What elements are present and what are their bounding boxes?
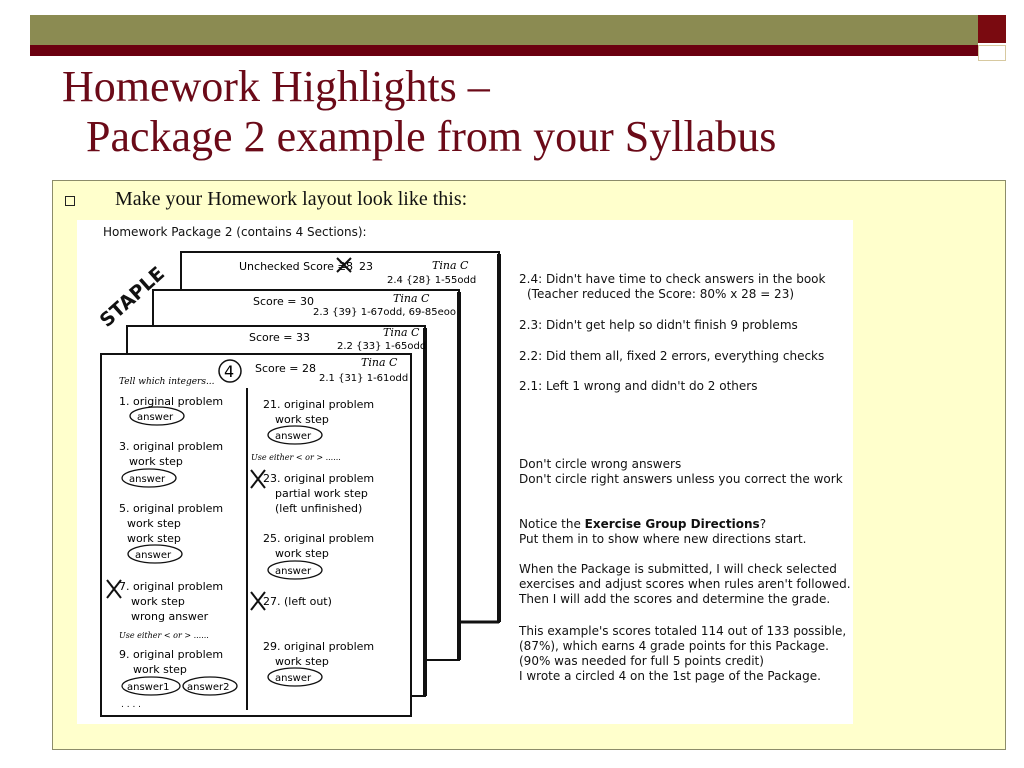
note-circle-right: Don't circle right answers unless you co… [519, 472, 843, 486]
sheet1-score: Score = 28 [255, 362, 316, 375]
header-bar [30, 45, 978, 56]
figure-heading: Homework Package 2 (contains 4 Sections)… [103, 225, 367, 239]
sheet4-name: Tina C [432, 259, 469, 272]
homework-figure: Homework Package 2 (contains 4 Sections)… [77, 220, 853, 724]
sheet3-name: Tina C [393, 292, 430, 305]
note-total-2: (87%), which earns 4 grade points for th… [519, 639, 829, 653]
note-2-4: 2.4: Didn't have time to check answers i… [519, 272, 826, 286]
sheet1-name: Tina C [361, 356, 398, 369]
answer-25: answer [275, 566, 312, 577]
note-2-1: 2.1: Left 1 wrong and didn't do 2 others [519, 379, 758, 393]
problem-1: 1. original problem [119, 395, 223, 408]
answer-5: answer [135, 550, 172, 561]
note-2-4-detail: (Teacher reduced the Score: 80% x 28 = 2… [527, 287, 795, 301]
problem-9-step: work step [133, 663, 187, 676]
note-submit-3: Then I will add the scores and determine… [519, 592, 831, 606]
strike-x-icon [336, 257, 352, 273]
grade-circle [218, 359, 242, 383]
problem-27: 27. (left out) [263, 595, 332, 608]
sheet2-section: 2.2 {33} 1-65odd [337, 341, 426, 352]
problem-5-step2: work step [127, 532, 181, 545]
problem-3: 3. original problem [119, 440, 223, 453]
note-total-3: (90% was needed for full 5 points credit… [519, 654, 764, 668]
note-total-1: This example's scores totaled 114 out of… [519, 624, 847, 638]
header-band [30, 15, 978, 45]
use-either-left: Use either < or > ...... [119, 631, 209, 640]
sheet3-score: Score = 30 [253, 295, 314, 308]
leftout-x-icon [250, 591, 266, 611]
answer-9a: answer1 [127, 682, 169, 693]
sheet1-section: 2.1 {31} 1-61odd [319, 373, 408, 384]
problem-3-step: work step [129, 455, 183, 468]
problem-23: 23. original problem [263, 472, 374, 485]
answer-29: answer [275, 673, 312, 684]
answer-9b: answer2 [187, 682, 229, 693]
sheet2-name: Tina C [383, 326, 420, 339]
sheet4-score-value: 23 [359, 260, 373, 273]
sheet4-section: 2.4 {28} 1-55odd [387, 275, 476, 286]
problem-21-step: work step [275, 413, 329, 426]
homework-illustration: Homework Package 2 (contains 4 Sections)… [96, 225, 501, 717]
use-either-right: Use either < or > ...... [251, 453, 341, 462]
directions-text: Tell which integers... [119, 377, 215, 387]
note-directions-detail: Put them in to show where new directions… [519, 532, 807, 546]
title-line-1: Homework Highlights – [62, 62, 490, 111]
bullet-square-icon [65, 196, 75, 206]
problem-29: 29. original problem [263, 640, 374, 653]
problem-21: 21. original problem [263, 398, 374, 411]
header-accent [978, 15, 1006, 43]
note-circle-wrong: Don't circle wrong answers [519, 457, 682, 471]
note-total-4: I wrote a circled 4 on the 1st page of t… [519, 669, 821, 683]
note-directions-bold: Exercise Group Directions [584, 517, 760, 531]
grade-value: 4 [224, 362, 234, 381]
title-line-2: Package 2 example from your Syllabus [86, 112, 777, 161]
header-accent-box [978, 45, 1006, 61]
answer-21: answer [275, 431, 312, 442]
sheet-1: 4 Score = 28 Tina C 2.1 {31} 1-61odd Tel… [100, 353, 412, 717]
sheet4-score-label: Unchecked Score = [239, 260, 347, 273]
note-submit-1: When the Package is submitted, I will ch… [519, 562, 837, 576]
problem-29-step: work step [275, 655, 329, 668]
sheet3-section: 2.3 {39} 1-67odd, 69-85eoo [313, 307, 456, 318]
slide-title: Homework Highlights – Package 2 example … [62, 62, 776, 162]
problem-5-step1: work step [127, 517, 181, 530]
sheet2-score: Score = 33 [249, 331, 310, 344]
problem-23-step: partial work step [275, 487, 368, 500]
skip-x-icon [250, 469, 266, 489]
problem-7-step: work step [131, 595, 185, 608]
answer-3: answer [129, 474, 166, 485]
problem-25-step: work step [275, 547, 329, 560]
bullet-text: Make your Homework layout look like this… [115, 188, 468, 210]
note-submit-2: exercises and adjust scores when rules a… [519, 577, 851, 591]
problem-25: 25. original problem [263, 532, 374, 545]
continuation-dots: . . . . [121, 700, 141, 710]
problem-23-note: (left unfinished) [275, 502, 362, 515]
wrong-x-icon [106, 579, 122, 599]
problem-5: 5. original problem [119, 502, 223, 515]
note-directions: Notice the Exercise Group Directions? [519, 517, 767, 531]
problem-7: 7. original problem [119, 580, 223, 593]
problem-7-wrong: wrong answer [131, 610, 209, 623]
problem-9: 9. original problem [119, 648, 223, 661]
note-2-2: 2.2: Did them all, fixed 2 errors, every… [519, 349, 825, 363]
answer-1: answer [137, 412, 174, 423]
note-2-3: 2.3: Didn't get help so didn't finish 9 … [519, 318, 798, 332]
